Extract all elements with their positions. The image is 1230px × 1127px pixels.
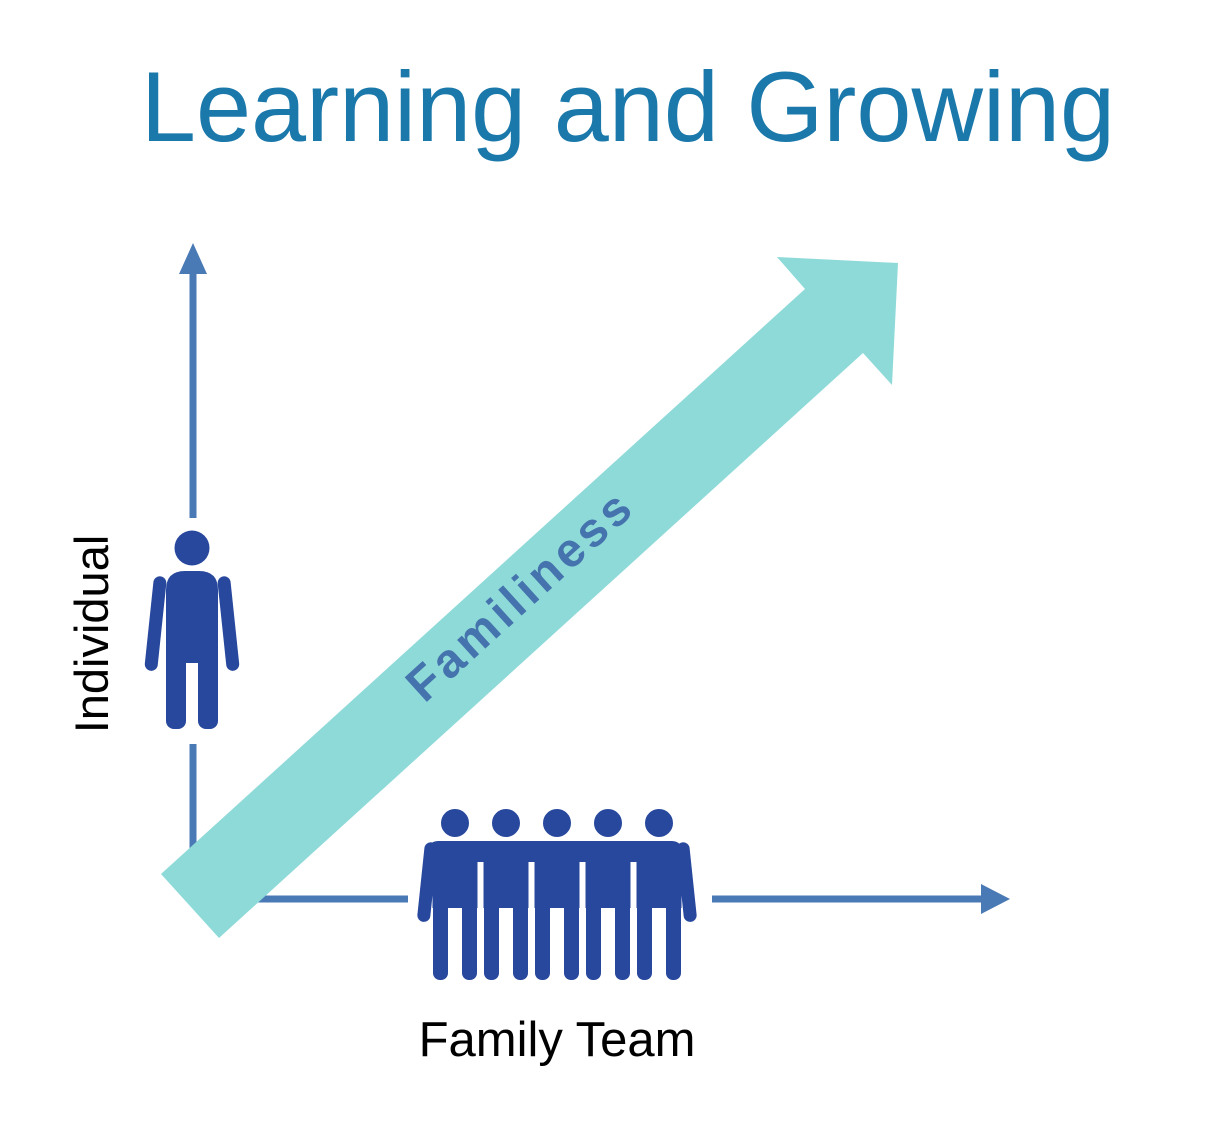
y-axis-label: Individual — [65, 535, 118, 734]
group-person-3 — [534, 805, 580, 980]
person-left-arm — [144, 576, 167, 671]
group-person-2 — [483, 805, 529, 980]
family-team-group-icon — [408, 797, 712, 993]
group-person-1 — [432, 805, 478, 980]
familiness-arrow-icon — [161, 257, 898, 938]
person-right-arm — [217, 576, 240, 671]
group-person-5 — [636, 805, 682, 980]
x-axis-label: Family Team — [419, 1013, 696, 1067]
group-left-arm — [417, 842, 438, 922]
person-torso — [166, 571, 218, 663]
y-axis-arrowhead-icon — [179, 243, 207, 274]
group-right-arm — [676, 842, 697, 922]
page-title: Learning and Growing — [141, 51, 1115, 162]
group-person-4 — [585, 805, 631, 980]
person-head — [174, 530, 210, 566]
individual-person-icon — [144, 518, 240, 744]
x-axis-arrowhead-icon — [981, 884, 1010, 914]
